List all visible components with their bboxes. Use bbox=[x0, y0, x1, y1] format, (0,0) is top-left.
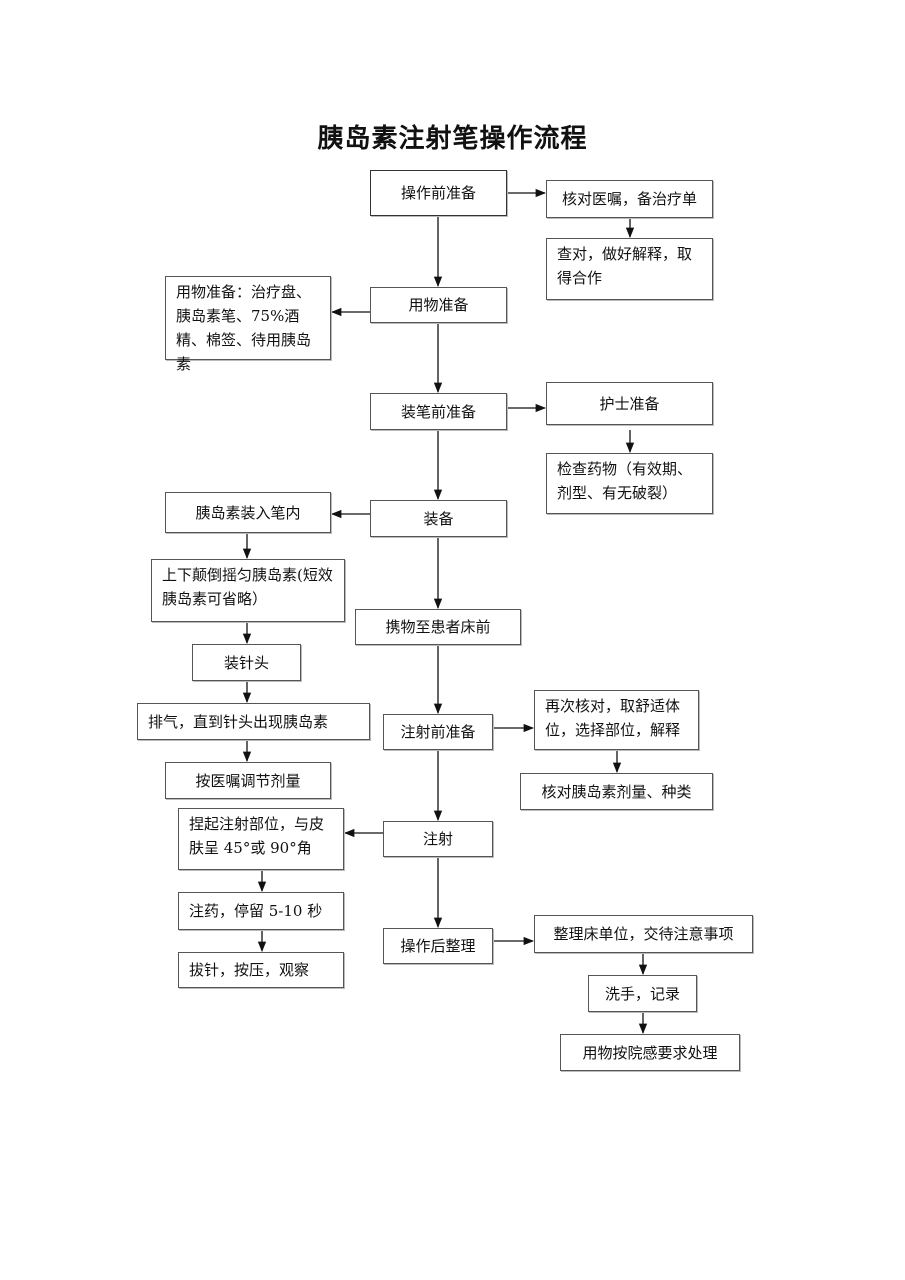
node-pen-loading-prep: 装笔前准备 bbox=[370, 393, 507, 430]
node-set-dose: 按医嘱调节剂量 bbox=[165, 762, 331, 799]
node-verify-insulin-dose: 核对胰岛素剂量、种类 bbox=[520, 773, 713, 810]
node-inject-hold: 注药，停留 5-10 秒 bbox=[178, 892, 344, 930]
node-dispose-supplies: 用物按院感要求处理 bbox=[560, 1034, 740, 1071]
node-mix-insulin: 上下颠倒摇匀胰岛素(短效胰岛素可省略） bbox=[151, 559, 345, 622]
flowchart-title: 胰岛素注射笔操作流程 bbox=[317, 124, 588, 154]
node-wash-hands-record: 洗手，记录 bbox=[588, 975, 697, 1012]
node-assemble: 装备 bbox=[370, 500, 507, 537]
node-supplies-prep: 用物准备 bbox=[370, 287, 507, 323]
node-pre-operation-prep: 操作前准备 bbox=[370, 170, 507, 216]
node-load-insulin: 胰岛素装入笔内 bbox=[165, 492, 331, 533]
node-recheck-position: 再次核对，取舒适体位，选择部位，解释 bbox=[534, 690, 699, 750]
node-post-operation-tidy: 操作后整理 bbox=[383, 928, 493, 964]
node-check-medication: 检查药物（有效期、剂型、有无破裂） bbox=[546, 453, 713, 514]
node-bring-to-bedside: 携物至患者床前 bbox=[355, 609, 521, 645]
node-nurse-prep: 护士准备 bbox=[546, 382, 713, 425]
node-inject: 注射 bbox=[383, 821, 493, 857]
node-injection-prep: 注射前准备 bbox=[383, 714, 493, 750]
node-check-doctor-order: 核对医嘱，备治疗单 bbox=[546, 180, 713, 218]
node-pinch-skin: 捏起注射部位，与皮肤呈 45°或 90°角 bbox=[178, 808, 344, 870]
node-withdraw-observe: 拔针，按压，观察 bbox=[178, 952, 344, 988]
node-attach-needle: 装针头 bbox=[192, 644, 301, 681]
node-explain-cooperation: 查对，做好解释，取得合作 bbox=[546, 238, 713, 300]
node-supplies-detail: 用物准备：治疗盘、胰岛素笔、75%酒精、棉签、待用胰岛素 bbox=[165, 276, 331, 373]
node-tidy-bed-instruct: 整理床单位，交待注意事项 bbox=[534, 915, 753, 953]
node-prime-pen: 排气，直到针头出现胰岛素 bbox=[137, 703, 370, 740]
